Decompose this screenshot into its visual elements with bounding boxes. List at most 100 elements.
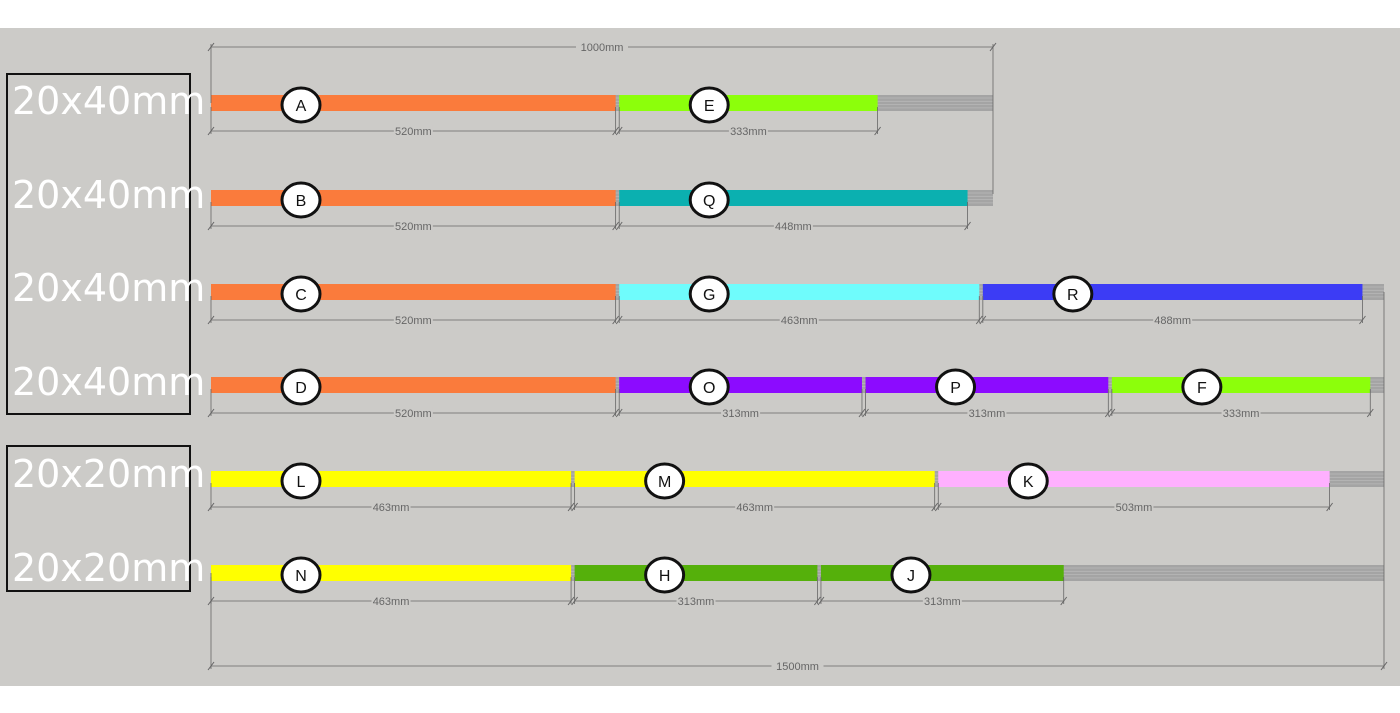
dimension-q-label: 448mm	[775, 221, 812, 233]
cut-diagram: 20x40mm 20x40mm 20x40mm 20x40mm 20x20mm 20x20…	[6, 41, 1388, 673]
piece-p	[865, 377, 1109, 393]
piece-c	[211, 284, 616, 300]
piece-marker-m	[644, 462, 686, 500]
dimension-h-label: 313mm	[678, 596, 715, 608]
piece-o	[619, 377, 862, 393]
profile-label: 20x20mm	[12, 546, 205, 590]
overall-top-label: 1000mm	[581, 42, 624, 54]
piece-label-n: N	[295, 568, 307, 585]
dimension-n-label-bg	[371, 595, 411, 607]
dimension-f-label-bg	[1221, 407, 1261, 419]
dimension-c-tick-left	[207, 315, 215, 325]
dimension-a-label-bg	[393, 125, 433, 137]
dimension-r-label-bg	[1153, 314, 1193, 326]
profile-label: 20x20mm	[12, 452, 205, 496]
piece-d	[211, 377, 616, 393]
dimension-e-label: 333mm	[730, 126, 767, 138]
dimension-m-label: 463mm	[736, 502, 773, 514]
dimension-d-label: 520mm	[395, 408, 432, 420]
piece-l	[211, 471, 572, 487]
dimension-l-label-bg	[371, 501, 411, 513]
dimension-j-tick-right	[1060, 596, 1068, 606]
piece-a	[211, 95, 616, 111]
piece-f	[1111, 377, 1371, 393]
piece-e	[619, 95, 878, 111]
piece-marker-j	[890, 556, 932, 594]
dimension-q-tick-left	[615, 221, 623, 231]
dimension-m-tick-left	[571, 502, 579, 512]
piece-g	[619, 284, 980, 300]
dimension-j-label-bg	[922, 595, 962, 607]
profile-label: 20x40mm	[12, 360, 205, 404]
dimension-j-label: 313mm	[924, 596, 961, 608]
overall-bottom-tick-right	[1380, 661, 1388, 671]
piece-label-a: A	[296, 98, 307, 115]
diagram-canvas: 20x40mm 20x40mm 20x40mm 20x40mm 20x20mm 20x20…	[0, 28, 1400, 686]
profile-label: 20x40mm	[12, 266, 205, 310]
dimension-a-tick-left	[207, 126, 215, 136]
dimension-d-tick-right	[612, 408, 620, 418]
piece-label-f: F	[1197, 380, 1207, 397]
piece-label-c: C	[295, 287, 307, 304]
dimension-e-tick-left	[615, 126, 623, 136]
dimension-b-label: 520mm	[395, 221, 432, 233]
dimension-g-tick-left	[615, 315, 623, 325]
profile-label: 20x40mm	[12, 79, 205, 123]
piece-label-p: P	[950, 380, 961, 397]
piece-marker-h	[644, 556, 686, 594]
dimension-f-tick-right	[1366, 408, 1374, 418]
dimension-n-tick-right	[567, 596, 575, 606]
piece-label-g: G	[703, 287, 715, 304]
dimension-c-label-bg	[393, 314, 433, 326]
overall-bottom-label: 1500mm	[776, 661, 819, 673]
dimension-g-label: 463mm	[781, 315, 818, 327]
dimension-p-tick-left	[862, 408, 869, 418]
piece-q	[619, 190, 968, 206]
piece-marker-q	[688, 181, 730, 219]
piece-r	[982, 284, 1363, 300]
dimension-o-label: 313mm	[722, 408, 759, 420]
dimension-h-label-bg	[676, 595, 716, 607]
dimension-k-tick-left	[934, 502, 942, 512]
piece-m	[574, 471, 935, 487]
dimension-b-label-bg	[393, 220, 433, 232]
dimension-f-label: 333mm	[1223, 408, 1260, 420]
profile-label: 20x40mm	[12, 173, 205, 217]
dimension-h-tick-left	[571, 596, 579, 606]
piece-marker-o	[688, 368, 730, 406]
dimension-m-tick-right	[931, 502, 939, 512]
piece-marker-p	[935, 368, 977, 406]
dimension-e-label-bg	[728, 125, 768, 137]
dimension-o-tick-right	[858, 408, 866, 418]
piece-b	[211, 190, 616, 206]
dimension-e-tick-right	[874, 126, 882, 136]
dimension-l-tick-left	[207, 502, 215, 512]
dimension-c-tick-right	[612, 315, 620, 325]
piece-marker-g	[688, 275, 730, 313]
dimension-g-label-bg	[779, 314, 819, 326]
piece-j	[820, 565, 1064, 581]
piece-label-m: M	[658, 474, 671, 491]
piece-n	[211, 565, 572, 581]
piece-k	[938, 471, 1330, 487]
dimension-o-label-bg	[721, 407, 761, 419]
piece-label-k: K	[1023, 474, 1034, 491]
piece-marker-f	[1181, 368, 1223, 406]
piece-marker-c	[280, 275, 322, 313]
dimension-q-label-bg	[773, 220, 813, 232]
dimension-a-tick-right	[612, 126, 620, 136]
dimension-q-tick-right	[964, 221, 971, 231]
piece-h	[574, 565, 818, 581]
piece-marker-b	[280, 181, 322, 219]
piece-marker-e	[688, 86, 730, 124]
dimension-r-tick-left	[979, 315, 987, 325]
piece-marker-a	[280, 86, 322, 124]
piece-marker-r	[1052, 275, 1094, 313]
dimension-h-tick-right	[813, 596, 821, 606]
piece-marker-n	[280, 556, 322, 594]
piece-label-d: D	[295, 380, 307, 397]
piece-marker-d	[280, 368, 322, 406]
dimension-d-tick-left	[207, 408, 215, 418]
dimension-m-label-bg	[735, 501, 775, 513]
dimension-b-tick-left	[207, 221, 215, 231]
